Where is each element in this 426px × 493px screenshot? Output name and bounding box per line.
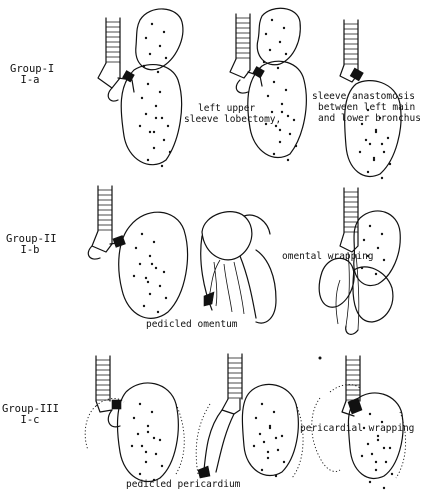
- group-2-panel-2-omentum: [201, 212, 276, 323]
- group-2-panel-1: [88, 186, 187, 318]
- caption-omental-wrapping: omental wrapping: [282, 252, 374, 262]
- group-3-label: Group-III I-c: [2, 404, 58, 426]
- group-3-code: I-c: [2, 415, 58, 426]
- caption-left-upper: left upper: [198, 104, 255, 114]
- group-1-code: I-a: [10, 75, 50, 86]
- group-3-panel-1: [85, 356, 184, 482]
- caption-pedicled-omentum: pedicled omentum: [146, 320, 238, 330]
- caption-sleeve-anastomosis: sleeve anastomosis: [312, 92, 415, 102]
- group-3-panel-2: [196, 354, 303, 478]
- caption-and-lower-bronchus: and lower bronchus: [318, 114, 421, 124]
- left-upper-lobe: [136, 9, 183, 70]
- group-2-code: I-b: [6, 245, 54, 256]
- group-1-label: Group-I I-a: [10, 64, 50, 86]
- caption-pedicled-pericardium: pedicled pericardium: [126, 480, 240, 490]
- group-1-panel-1: [98, 9, 183, 167]
- caption-pericardial-wrapping: pericardial wrapping: [300, 424, 414, 434]
- group-2-label: Group-II I-b: [6, 234, 54, 256]
- caption-sleeve-lobectomy: sleeve lobectomy,: [184, 115, 281, 125]
- group-1-panel-2: [230, 8, 306, 161]
- caption-between-left-main: between left main: [318, 103, 415, 113]
